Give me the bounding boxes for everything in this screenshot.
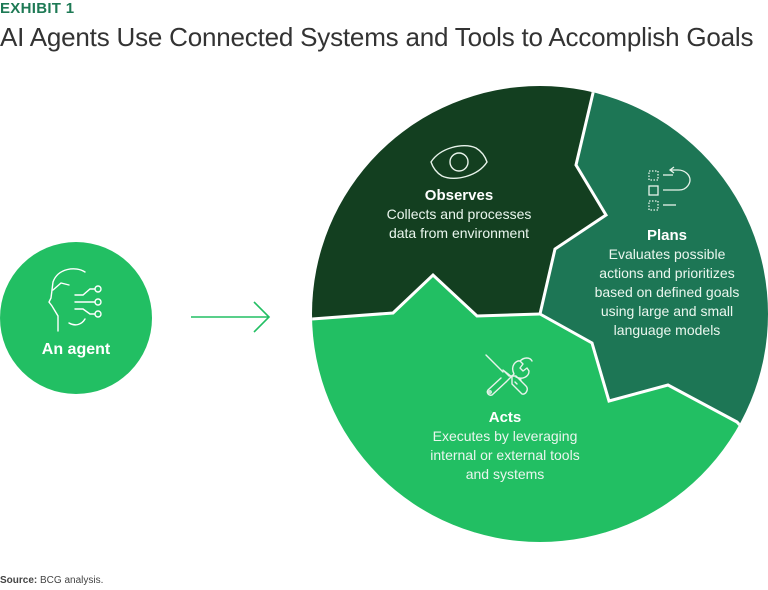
plans-desc-line-5: language models xyxy=(613,322,721,338)
source-text: BCG analysis. xyxy=(40,575,104,586)
ai-head-circuit-icon xyxy=(48,268,102,332)
observes-title: Observes xyxy=(424,187,494,204)
page-title: AI Agents Use Connected Systems and Tool… xyxy=(0,22,754,52)
checklist-loop-icon xyxy=(648,166,691,211)
plans-title: Plans xyxy=(646,227,688,244)
agent-label: An agent xyxy=(41,341,111,358)
arrow-right-icon xyxy=(191,301,271,333)
acts-desc-line-1: Executes by leveraging xyxy=(432,428,578,444)
exhibit-label: EXHIBIT 1 xyxy=(0,0,75,17)
agent-circle xyxy=(0,242,152,394)
plans-desc-line-4: using large and small xyxy=(600,303,734,319)
acts-title: Acts xyxy=(488,409,522,426)
observes-desc-line-1: Collects and processes xyxy=(386,206,532,222)
acts-desc-line-2: internal or external tools xyxy=(430,447,580,463)
plans-block: Plans Evaluates possible actions and pri… xyxy=(572,226,762,340)
plans-desc-line-1: Evaluates possible xyxy=(608,246,726,262)
plans-desc-line-2: actions and prioritizes xyxy=(599,265,735,281)
source-note: Source: BCG analysis. xyxy=(0,575,103,586)
plans-desc-line-3: based on defined goals xyxy=(594,284,740,300)
acts-desc-line-3: and systems xyxy=(465,466,545,482)
eye-icon xyxy=(430,144,488,180)
observes-desc-line-2: data from environment xyxy=(388,225,530,241)
segment-acts xyxy=(312,275,768,542)
observes-block: Observes Collects and processes data fro… xyxy=(359,186,559,243)
source-label: Source: xyxy=(0,575,38,586)
tools-icon xyxy=(485,354,533,396)
acts-block: Acts Executes by leveraging internal or … xyxy=(405,408,605,484)
